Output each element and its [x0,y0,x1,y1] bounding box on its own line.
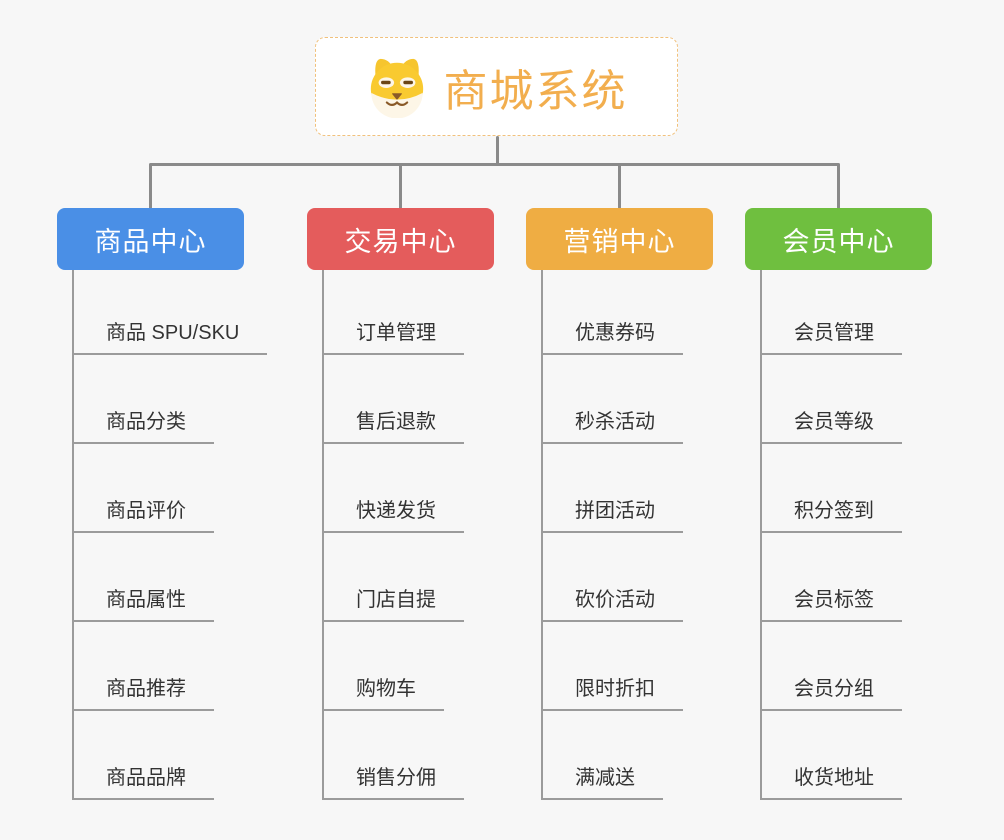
connector-line [618,164,621,209]
branch-node-member-center[interactable]: 会员中心 [745,208,932,270]
branch-node-product-center[interactable]: 商品中心 [57,208,244,270]
leaf-node[interactable]: 收货地址 [762,765,902,800]
branch-label: 商品中心 [94,226,207,257]
branch-label: 交易中心 [344,226,457,257]
leaf-node[interactable]: 积分签到 [762,498,902,533]
leaf-node[interactable]: 商品属性 [74,587,214,622]
leaf-node[interactable]: 拼团活动 [543,498,683,533]
branch-node-trade-center[interactable]: 交易中心 [307,208,494,270]
subtree-member-center: 会员管理 会员等级 积分签到 会员标签 会员分组 收货地址 [760,270,997,800]
leaf-node[interactable]: 购物车 [324,676,444,711]
leaf-node[interactable]: 订单管理 [324,320,464,355]
leaf-node[interactable]: 会员等级 [762,409,902,444]
leaf-node[interactable]: 优惠券码 [543,320,683,355]
connector-line [496,136,499,165]
leaf-node[interactable]: 限时折扣 [543,676,683,711]
leaf-node[interactable]: 商品推荐 [74,676,214,711]
leaf-node[interactable]: 商品品牌 [74,765,214,800]
leaf-node[interactable]: 销售分佣 [324,765,464,800]
branch-label: 会员中心 [782,226,895,257]
connector-line [399,164,402,209]
leaf-node[interactable]: 砍价活动 [543,587,683,622]
leaf-node[interactable]: 商品 SPU/SKU [74,320,268,355]
leaf-node[interactable]: 售后退款 [324,409,464,444]
leaf-node[interactable]: 满减送 [543,765,663,800]
connector-line [837,164,840,209]
root-title: 商城系统 [443,66,628,116]
subtree-trade-center: 订单管理 售后退款 快递发货 门店自提 购物车 销售分佣 [322,270,559,800]
connector-line [149,164,152,209]
leaf-node[interactable]: 秒杀活动 [543,409,683,444]
leaf-node[interactable]: 商品评价 [74,498,214,533]
leaf-node[interactable]: 商品分类 [74,409,214,444]
connector-line [149,163,840,166]
branch-label: 营销中心 [563,226,676,257]
branch-node-marketing-center[interactable]: 营销中心 [526,208,713,270]
leaf-node[interactable]: 快递发货 [324,498,464,533]
leaf-node[interactable]: 会员标签 [762,587,902,622]
subtree-product-center: 商品 SPU/SKU 商品分类 商品评价 商品属性 商品推荐 商品品牌 [72,270,309,800]
subtree-marketing-center: 优惠券码 秒杀活动 拼团活动 砍价活动 限时折扣 满减送 [541,270,778,800]
root-node[interactable]: 商城系统 [315,37,678,136]
leaf-node[interactable]: 会员分组 [762,676,902,711]
leaf-node[interactable]: 门店自提 [324,587,464,622]
leaf-node[interactable]: 会员管理 [762,320,902,355]
dog-icon [366,56,428,118]
